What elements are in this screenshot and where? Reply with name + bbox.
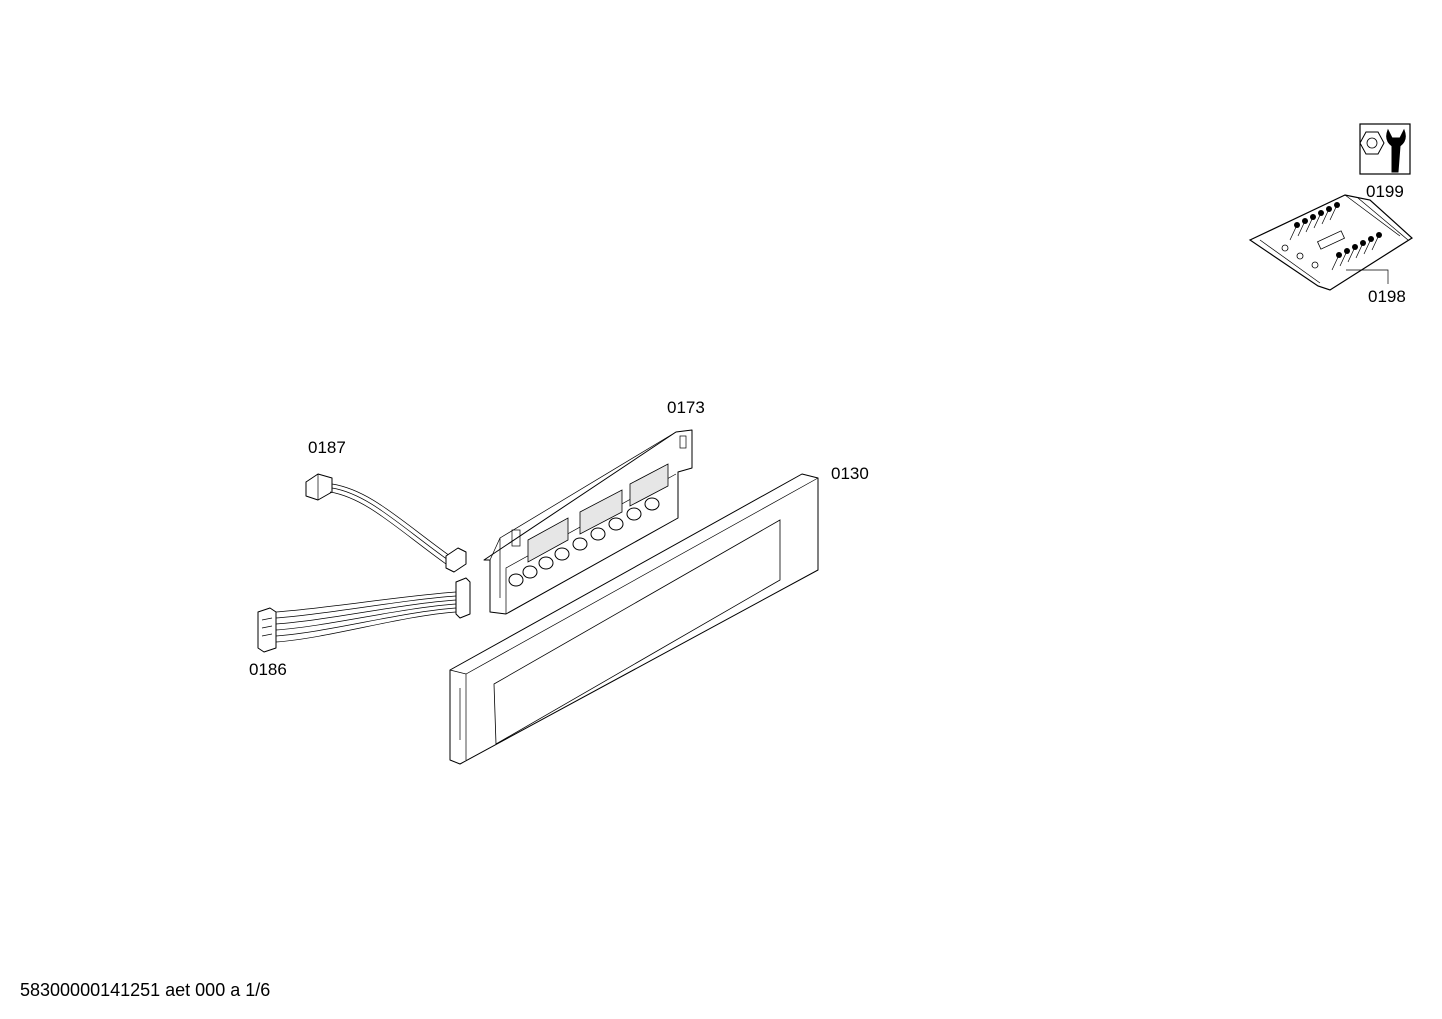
part-label-0130: 0130 [831, 464, 869, 483]
part-label-0187: 0187 [308, 438, 346, 457]
part-label-0186: 0186 [249, 660, 287, 679]
part-0130-fascia-panel [449, 473, 819, 765]
part-label-0199: 0199 [1366, 182, 1404, 201]
part-label-0198: 0198 [1368, 287, 1406, 306]
part-0199-tool-icon [1359, 123, 1411, 175]
screws-group [1281, 202, 1382, 271]
part-0173-control-board [483, 429, 693, 615]
part-0198-screw-bag [1248, 194, 1413, 291]
buttons-row [508, 497, 660, 587]
drawing-reference-footer: 58300000141251 aet 000 a 1/6 [20, 980, 271, 1000]
part-0186-ribbon-cable [257, 577, 471, 653]
part-0187-short-cable [305, 473, 467, 573]
part-label-0173: 0173 [667, 398, 705, 417]
display-windows [527, 463, 669, 563]
